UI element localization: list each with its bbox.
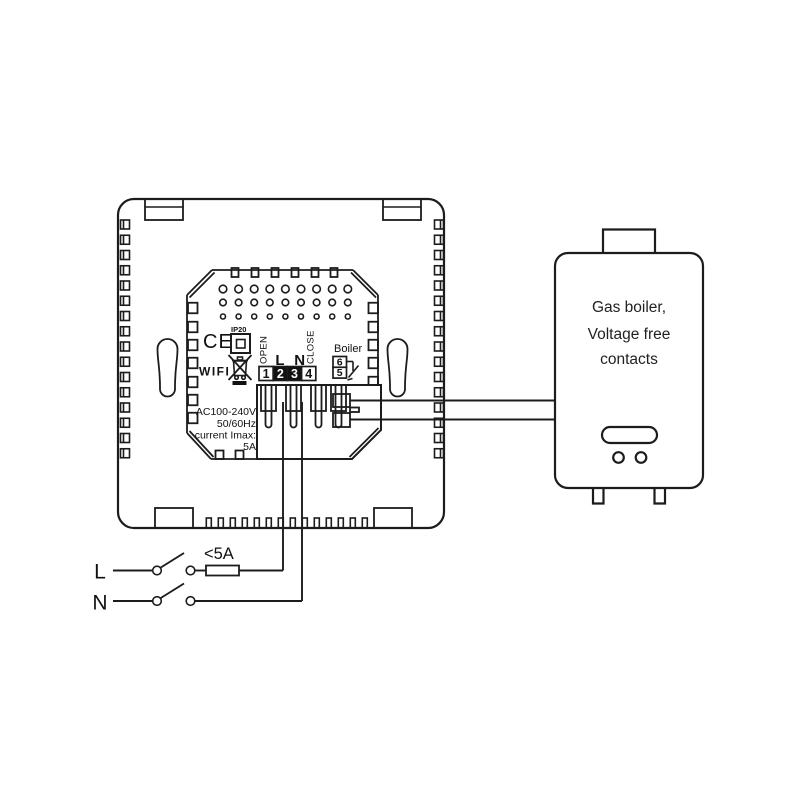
boiler-leg-left — [591, 488, 605, 505]
inner-octagon-plate — [186, 267, 379, 460]
boiler-body — [553, 251, 705, 490]
boiler-label-line2: Voltage free — [588, 326, 671, 343]
rating-line-amps: 5A — [243, 441, 256, 453]
bottom-tab-left — [154, 507, 194, 529]
neutral-supply-label: N — [92, 592, 107, 615]
ratings-text: AC100-240V 50/60Hz current Imax: 5A — [195, 406, 256, 453]
fuse-symbol — [205, 564, 240, 577]
screw-terminal-slots — [260, 384, 347, 429]
top-tab-right — [382, 198, 422, 221]
ip20-label: IP20 — [231, 325, 246, 334]
rating-line-voltage: AC100-240V — [196, 406, 256, 418]
neutral-terminal-label: N — [294, 352, 305, 369]
bottom-tab-right — [373, 507, 413, 529]
ce-mark: CE — [203, 331, 233, 353]
mounting-hole-right — [386, 338, 409, 398]
switch-blade-neutral — [160, 582, 185, 599]
boiler-label-line1: Gas boiler, — [592, 299, 666, 316]
terminal-5: 5 — [337, 367, 343, 379]
terminal-chamber — [256, 384, 382, 460]
vent-hole-grid — [218, 284, 353, 320]
boiler-flue — [601, 228, 657, 253]
terminal-4: 4 — [305, 367, 312, 381]
fuse-rating-label: <5A — [204, 545, 234, 563]
top-tab-left — [144, 198, 184, 221]
relay-contact-symbol — [346, 360, 360, 381]
terminal-2: 2 — [277, 367, 284, 381]
weee-bin-icon — [227, 354, 253, 385]
rating-line-current: current Imax: — [195, 430, 256, 442]
boiler-terminals: 6 5 — [332, 355, 360, 381]
boiler-vent-slot — [600, 425, 659, 445]
boiler-knob-right — [634, 451, 648, 464]
terminal-3: 3 — [291, 367, 298, 381]
boiler-leg-right — [653, 488, 667, 505]
gas-boiler: Gas boiler, Voltage free contacts — [553, 228, 705, 505]
thermostat-back-panel: CE IP20 WIFI AC100-240V 50/60Hz current … — [116, 197, 446, 530]
octagon-edge-tabs — [187, 267, 379, 460]
rating-line-frequency: 50/60Hz — [217, 418, 256, 430]
connector-pin — [349, 406, 360, 413]
live-terminal-label: L — [275, 352, 284, 369]
live-supply-label: L — [94, 561, 106, 584]
neutral-feed-circuit — [113, 402, 303, 607]
wiring: L N <5A — [92, 399, 555, 615]
terminal-1: 1 — [263, 367, 270, 381]
switch-blade-live — [160, 552, 185, 569]
mounting-hole-left — [156, 338, 179, 398]
terminal-strip: 1 2 3 4 — [258, 365, 317, 382]
boiler-column-label: Boiler — [334, 343, 362, 355]
live-feed-circuit — [113, 402, 284, 577]
ip20-icon: IP20 — [230, 325, 251, 354]
wifi-label: WIFI — [199, 365, 230, 379]
close-label: CLOSE — [306, 330, 317, 364]
open-label: OPEN — [259, 336, 270, 364]
terminal-6: 6 — [337, 356, 343, 368]
case-vent-notches — [119, 219, 445, 529]
boiler-knob-left — [612, 451, 625, 464]
boiler-label-line3: contacts — [600, 351, 658, 368]
